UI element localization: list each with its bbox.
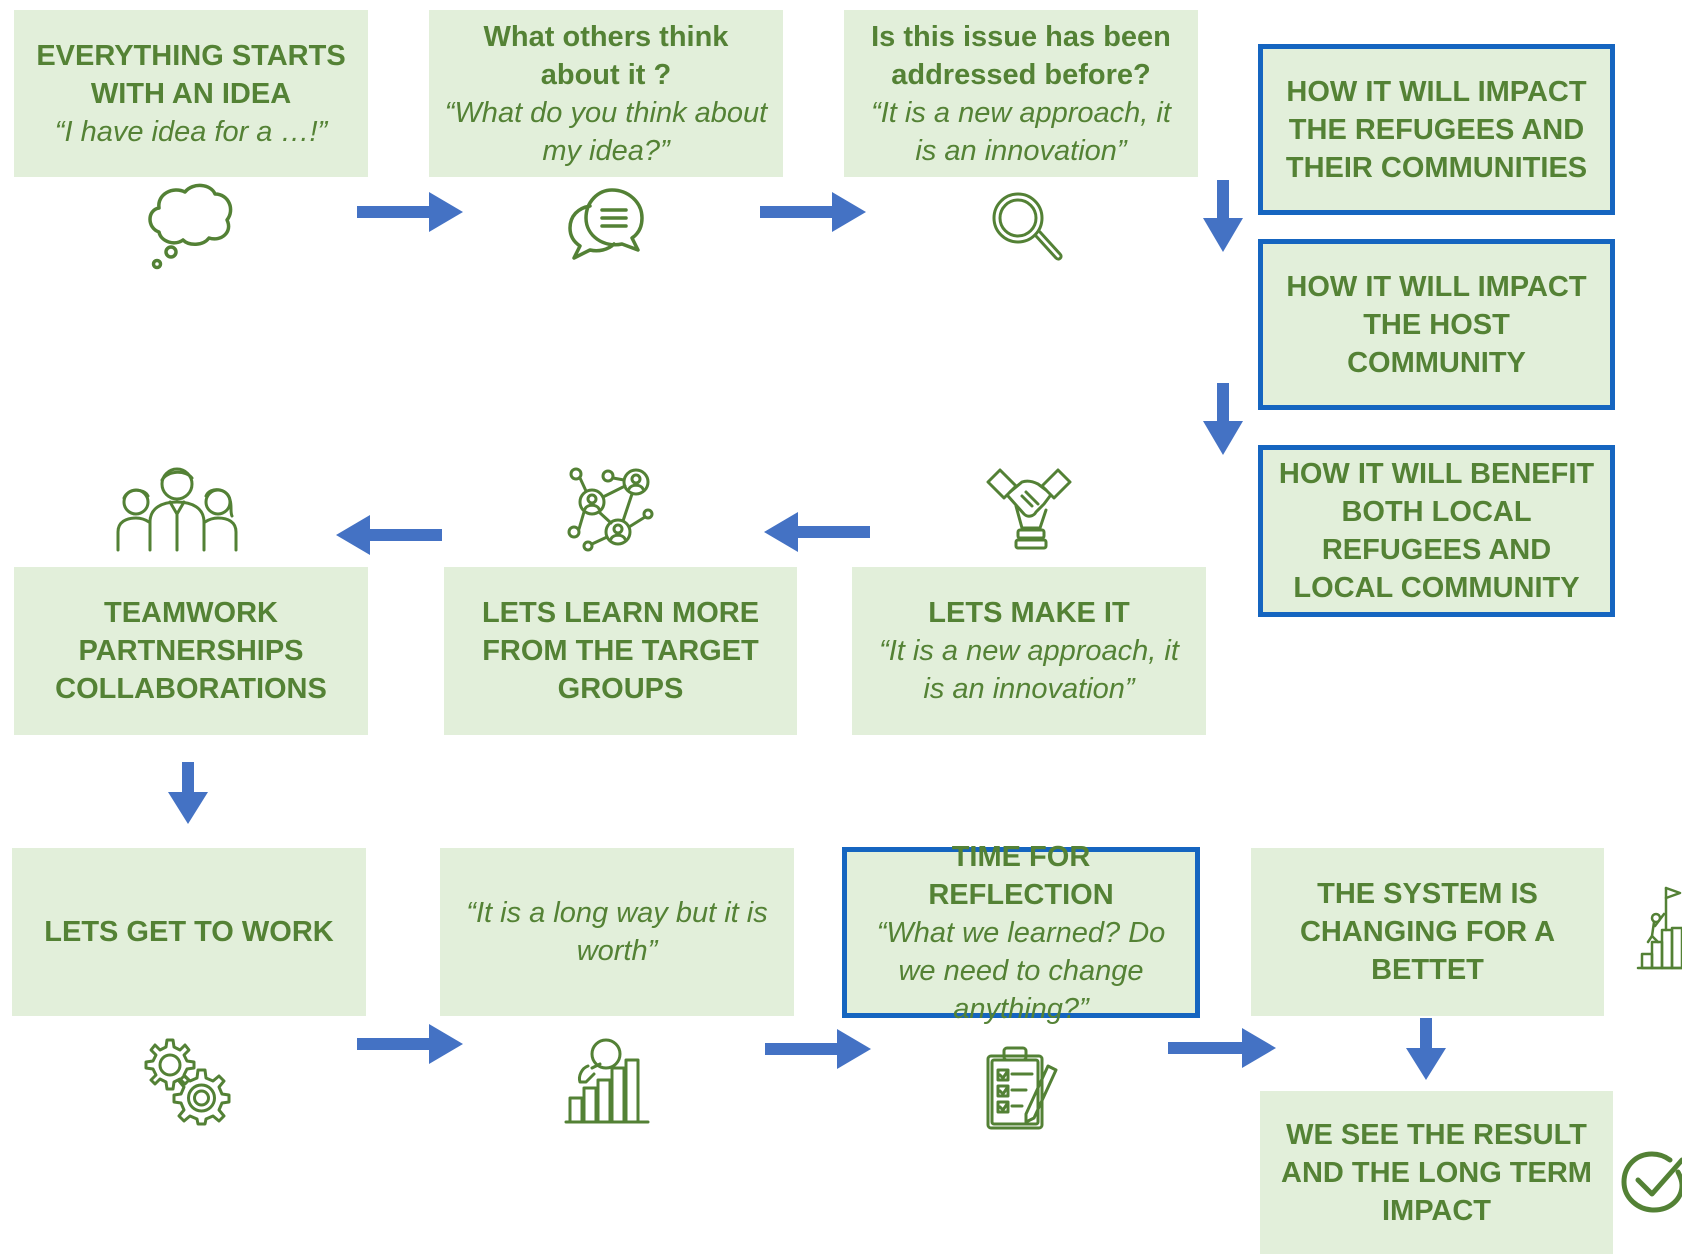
clipboard-checklist-icon [986,1046,1060,1132]
step-quote: “What do you think about my idea?” [444,96,768,167]
step-title: LETS LEARN MORE FROM THE TARGET GROUPS [481,597,760,705]
check-circle-icon [1620,1148,1682,1214]
step-quote: “I have idea for a …!” [54,115,328,148]
step-addressed: Is this issue has been addressed before?… [844,10,1198,177]
arrow-right [758,192,868,232]
handshake-icon [986,466,1072,552]
step-impact-refugees: HOW IT WILL IMPACT THE REFUGEES AND THEI… [1258,44,1615,215]
arrow-down [168,760,208,826]
arrow-right [355,192,465,232]
step-teamwork: TEAMWORK PARTNERSHIPS COLLABORATIONS [14,567,368,735]
step-title: TIME FOR REFLECTION [928,840,1114,911]
step-title: TEAMWORK PARTNERSHIPS COLLABORATIONS [55,597,327,705]
step-title: HOW IT WILL IMPACT THE REFUGEES AND THEI… [1285,75,1588,184]
step-quote: “It is a long way but it is worth” [466,897,768,967]
step-make-it: LETS MAKE IT “It is a new approach, it i… [852,567,1206,735]
step-result: WE SEE THE RESULT AND THE LONG TERM IMPA… [1260,1091,1613,1254]
step-quote: “What we learned? Do we need to change a… [876,916,1166,1025]
summit-flag-icon [1636,884,1682,970]
network-people-icon [567,466,654,552]
step-others: What others think about it ? “What do yo… [429,10,783,177]
arrow-left [334,515,444,555]
step-benefit-both: HOW IT WILL BENEFIT BOTH LOCAL REFUGEES … [1258,445,1615,617]
arrow-left [762,512,872,552]
step-learn-more: LETS LEARN MORE FROM THE TARGET GROUPS [444,567,797,735]
step-title: LETS MAKE IT [928,597,1130,629]
step-long-way: “It is a long way but it is worth” [440,848,794,1016]
step-impact-host: HOW IT WILL IMPACT THE HOST COMMUNITY [1258,239,1615,410]
arrow-right [355,1024,465,1064]
thought-bubble-icon [145,180,237,272]
magnifier-icon [990,190,1064,266]
step-title: THE SYSTEM IS CHANGING FOR A BETTET [1299,878,1556,986]
chat-bubbles-icon [568,188,646,260]
step-title: LETS GET TO WORK [44,916,334,948]
growth-chart-person-icon [564,1038,650,1124]
arrow-right [763,1029,873,1069]
step-title: EVERYTHING STARTS WITH AN IDEA [36,39,346,110]
team-icon [116,462,238,552]
step-system: THE SYSTEM IS CHANGING FOR A BETTET [1251,848,1604,1016]
step-title: WE SEE THE RESULT AND THE LONG TERM IMPA… [1281,1118,1592,1227]
step-title: Is this issue has been addressed before? [871,20,1171,91]
arrow-down [1203,381,1243,457]
step-reflection: TIME FOR REFLECTION “What we learned? Do… [842,841,1200,1025]
step-title: What others think about it ? [483,20,729,91]
step-quote: “It is a new approach, it is an innovati… [871,96,1171,167]
arrow-down [1406,1016,1446,1082]
arrow-down [1203,178,1243,254]
step-get-to-work: LETS GET TO WORK [12,848,366,1016]
step-idea: EVERYTHING STARTS WITH AN IDEA “I have i… [14,10,368,177]
step-quote: “It is a new approach, it is an innovati… [879,635,1179,705]
gears-icon [143,1036,231,1126]
step-title: HOW IT WILL BENEFIT BOTH LOCAL REFUGEES … [1278,458,1595,604]
step-title: HOW IT WILL IMPACT THE HOST COMMUNITY [1286,270,1587,379]
arrow-right [1166,1028,1278,1068]
